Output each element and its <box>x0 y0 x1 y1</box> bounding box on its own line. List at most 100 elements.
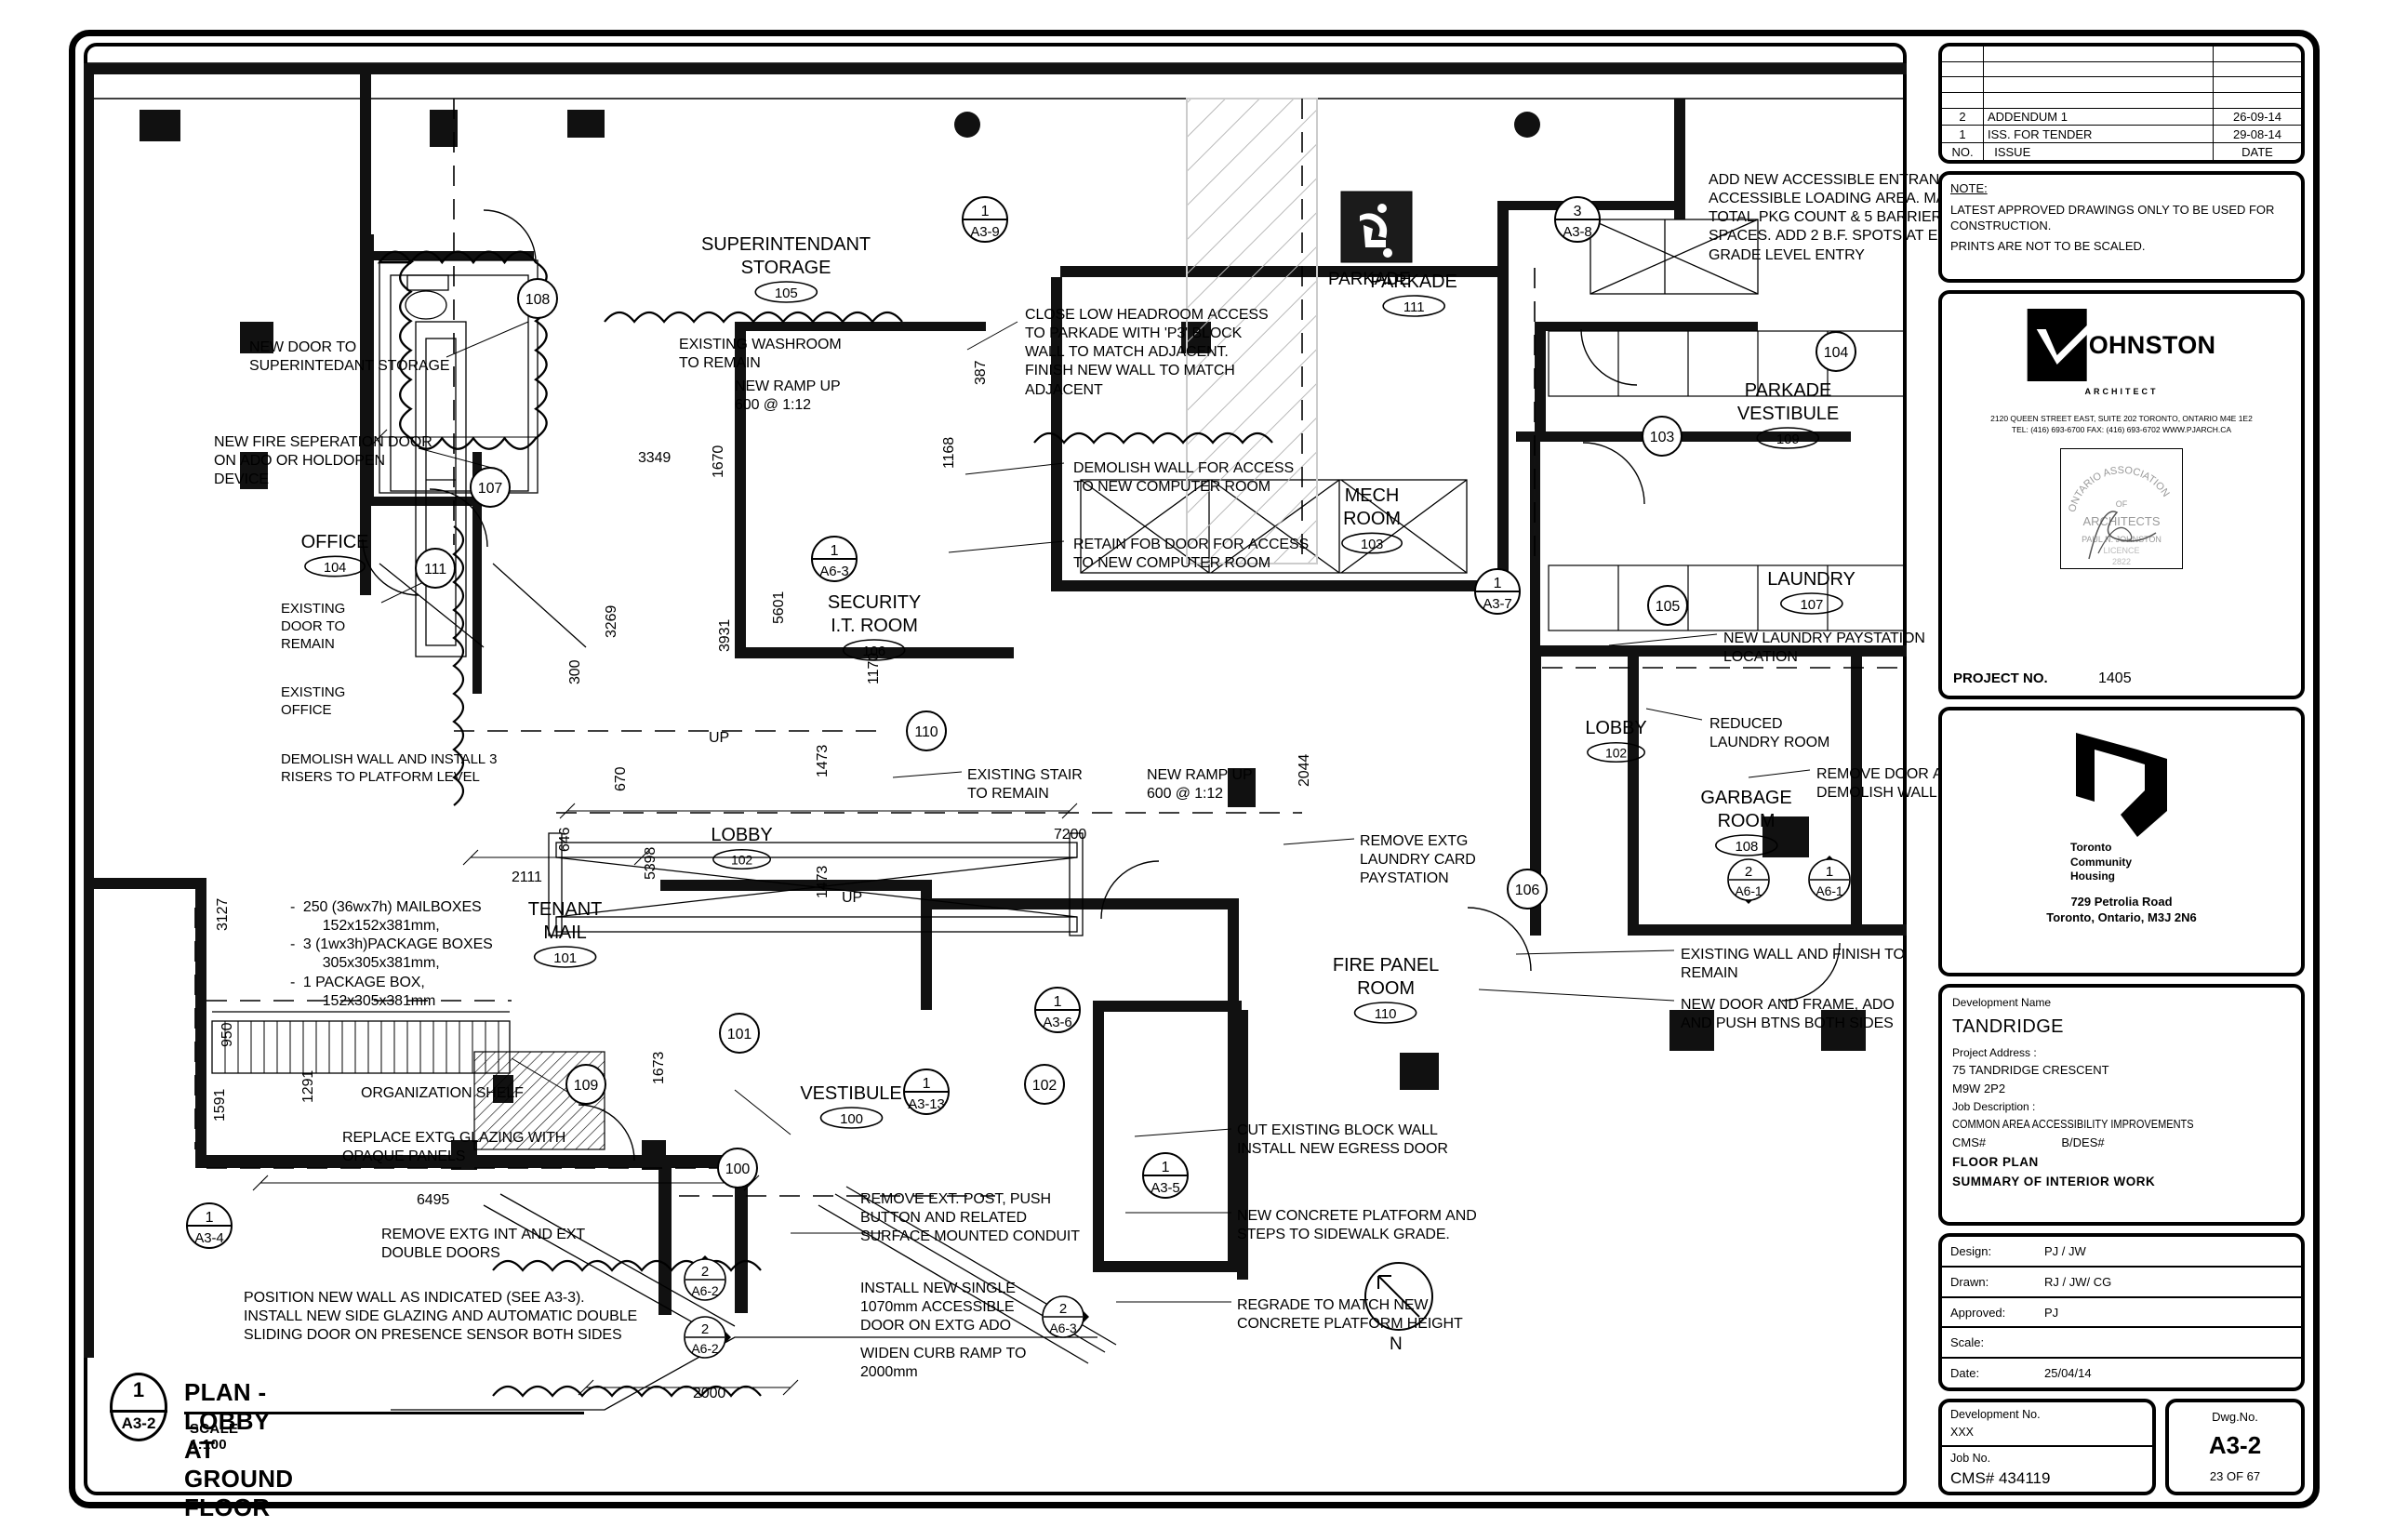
dimension-text: 1170 <box>866 652 882 684</box>
detail-sheet: A3-5 <box>1151 1180 1179 1196</box>
client-name-line-1: Toronto <box>2070 841 2112 854</box>
door-tag-number: 100 <box>725 1162 751 1177</box>
bubble-divider <box>110 1410 167 1413</box>
development-number-box: Development No. XXX Job No. CMS# 434119 <box>1938 1399 2156 1495</box>
note-line: OFFICE <box>281 701 332 718</box>
dimension-text: 3269 <box>604 604 619 638</box>
note-line: 152x152x381mm, <box>290 918 440 935</box>
detail-sheet: A3-4 <box>194 1230 223 1246</box>
note-line: DEMOLISH WALL <box>1816 785 1937 802</box>
note-line: POSITION NEW WALL AS INDICATED (SEE A3-3… <box>244 1290 585 1306</box>
seal-architects-text: ARCHITECTS <box>2082 514 2160 528</box>
check-mark-icon <box>2036 325 2096 365</box>
note-line: NEW CONCRETE PLATFORM AND <box>1237 1208 1477 1224</box>
svg-text:104: 104 <box>324 561 346 576</box>
revision-row-empty <box>1942 60 2301 78</box>
note-line: TOTAL PKG COUNT & 5 BARRIER FREE <box>1709 209 1986 226</box>
room-name: TENANT <box>527 899 603 920</box>
note-line: REMAIN <box>1681 965 1738 982</box>
door-tag: 105 <box>1645 583 1690 633</box>
signoff-key: Date: <box>1950 1366 1980 1381</box>
development-box: Development Name TANDRIDGE Project Addre… <box>1938 984 2305 1226</box>
room-name: STORAGE <box>740 258 831 279</box>
seal-licence-label: LICENCE <box>2103 546 2139 555</box>
note-line: INSTALL NEW SIDE GLAZING AND AUTOMATIC D… <box>244 1308 638 1325</box>
dimension-text: 950 <box>219 1022 235 1047</box>
note-line: BUTTON AND RELATED <box>860 1210 1027 1227</box>
dimension-text: 1673 <box>651 1051 667 1084</box>
note-line: NEW DOOR AND FRAME, ADO <box>1681 997 1895 1013</box>
development-no-label: Development No. <box>1950 1408 2041 1421</box>
detail-number: 1 <box>1494 576 1502 591</box>
dwg-no-value: A3-2 <box>2208 1431 2262 1459</box>
signoff-key: Approved: <box>1942 1296 2036 1329</box>
room-name: FIRE PANEL <box>1332 955 1440 976</box>
note-line: EXISTING STAIR <box>967 767 1083 783</box>
revision-row-empty <box>1942 46 2301 62</box>
section-number: 2 <box>701 1264 709 1280</box>
note-line: 600 @ 1:12 <box>735 397 811 414</box>
architect-box: OHNSTON ARCHITECT 2120 QUEEN STREET EAST… <box>1938 290 2305 699</box>
detail-sheet: A6-3 <box>819 564 848 579</box>
note-line: - 1 PACKAGE BOX, <box>290 974 425 990</box>
note-line: AND PUSH BTNS BOTH SIDES <box>1681 1016 1894 1032</box>
revision-no: 1 <box>1942 125 1984 144</box>
section-number: 2 <box>701 1321 709 1337</box>
note-line: DOOR TO <box>281 617 346 634</box>
development-no-value: XXX <box>1950 1425 1975 1439</box>
note-line: SUPERINTEDANT STORAGE <box>249 358 450 375</box>
detail-number: 1 <box>923 1076 931 1092</box>
dimension-text: 2000 <box>693 1386 726 1401</box>
architect-seal: ONTARIO ASSOCIATION OF ARCHITECTS PAUL N… <box>2060 448 2183 569</box>
client-name-line-2: Community <box>2070 855 2132 869</box>
logo-mark-icon <box>2027 309 2096 381</box>
note-line-2: PRINTS ARE NOT TO BE SCALED. <box>1950 238 2146 253</box>
room-name: PARKADE <box>1744 380 1832 401</box>
detail-number: 1 <box>1162 1160 1170 1175</box>
detail-number: 1 <box>831 543 839 559</box>
detail-sheet: A3-9 <box>970 224 999 240</box>
note-line: TO REMAIN <box>967 786 1049 803</box>
note-line: PAYSTATION <box>1360 870 1449 887</box>
door-tag: 101 <box>717 1011 762 1061</box>
note-line: - 3 (1wx3h)PACKAGE BOXES <box>290 936 493 953</box>
project-no-label: PROJECT NO. <box>1953 670 2048 686</box>
plan-title-rule <box>184 1412 584 1414</box>
room-name: PARKADE <box>1370 272 1457 292</box>
revision-no: 2 <box>1942 107 1984 126</box>
johnston-logo: OHNSTON <box>2027 309 2216 381</box>
svg-text:101: 101 <box>553 950 577 966</box>
note-line: DEMOLISH WALL AND INSTALL 3 <box>281 751 498 767</box>
note-line: ON ADO OR HOLDOPEN <box>214 453 386 470</box>
signoff-row: Date:25/04/14 <box>1942 1358 2301 1387</box>
signoff-row: Approved:PJ <box>1942 1296 2301 1329</box>
note-line: REMAIN <box>281 635 335 652</box>
door-tag: 100 <box>715 1146 760 1196</box>
note-line: LAUNDRY CARD <box>1360 852 1476 869</box>
detail-number: 3 <box>1574 204 1582 219</box>
architect-subtitle: ARCHITECT <box>2084 387 2159 396</box>
drawing-number-box: Dwg.No. A3-2 23 OF 67 <box>2165 1399 2305 1495</box>
note-line: ORGANIZATION SHELF <box>361 1085 524 1101</box>
note-line: CLOSE LOW HEADROOM ACCESS <box>1025 307 1269 323</box>
revision-col-date: DATE <box>2213 142 2301 160</box>
revision-col-no: NO. <box>1942 142 1984 160</box>
note-line: ADJACENT <box>1025 381 1103 398</box>
